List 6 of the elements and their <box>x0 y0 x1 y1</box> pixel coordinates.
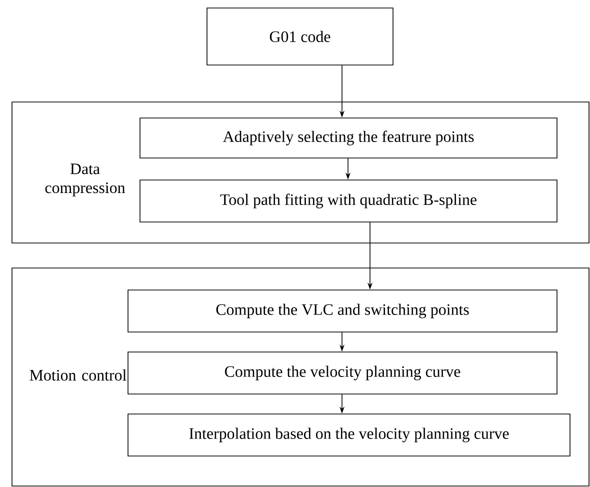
process-box: G01 code <box>206 8 394 66</box>
process-box: Adaptively selecting the featrure points <box>140 118 558 158</box>
process-box: Tool path fitting with quadratic B-spline <box>140 180 558 222</box>
process-box: Interpolation based on the velocity planning curve <box>128 414 570 456</box>
process-box: Compute the VLC and switching points <box>128 290 558 332</box>
process-box: Compute the velocity planning curve <box>128 352 558 394</box>
